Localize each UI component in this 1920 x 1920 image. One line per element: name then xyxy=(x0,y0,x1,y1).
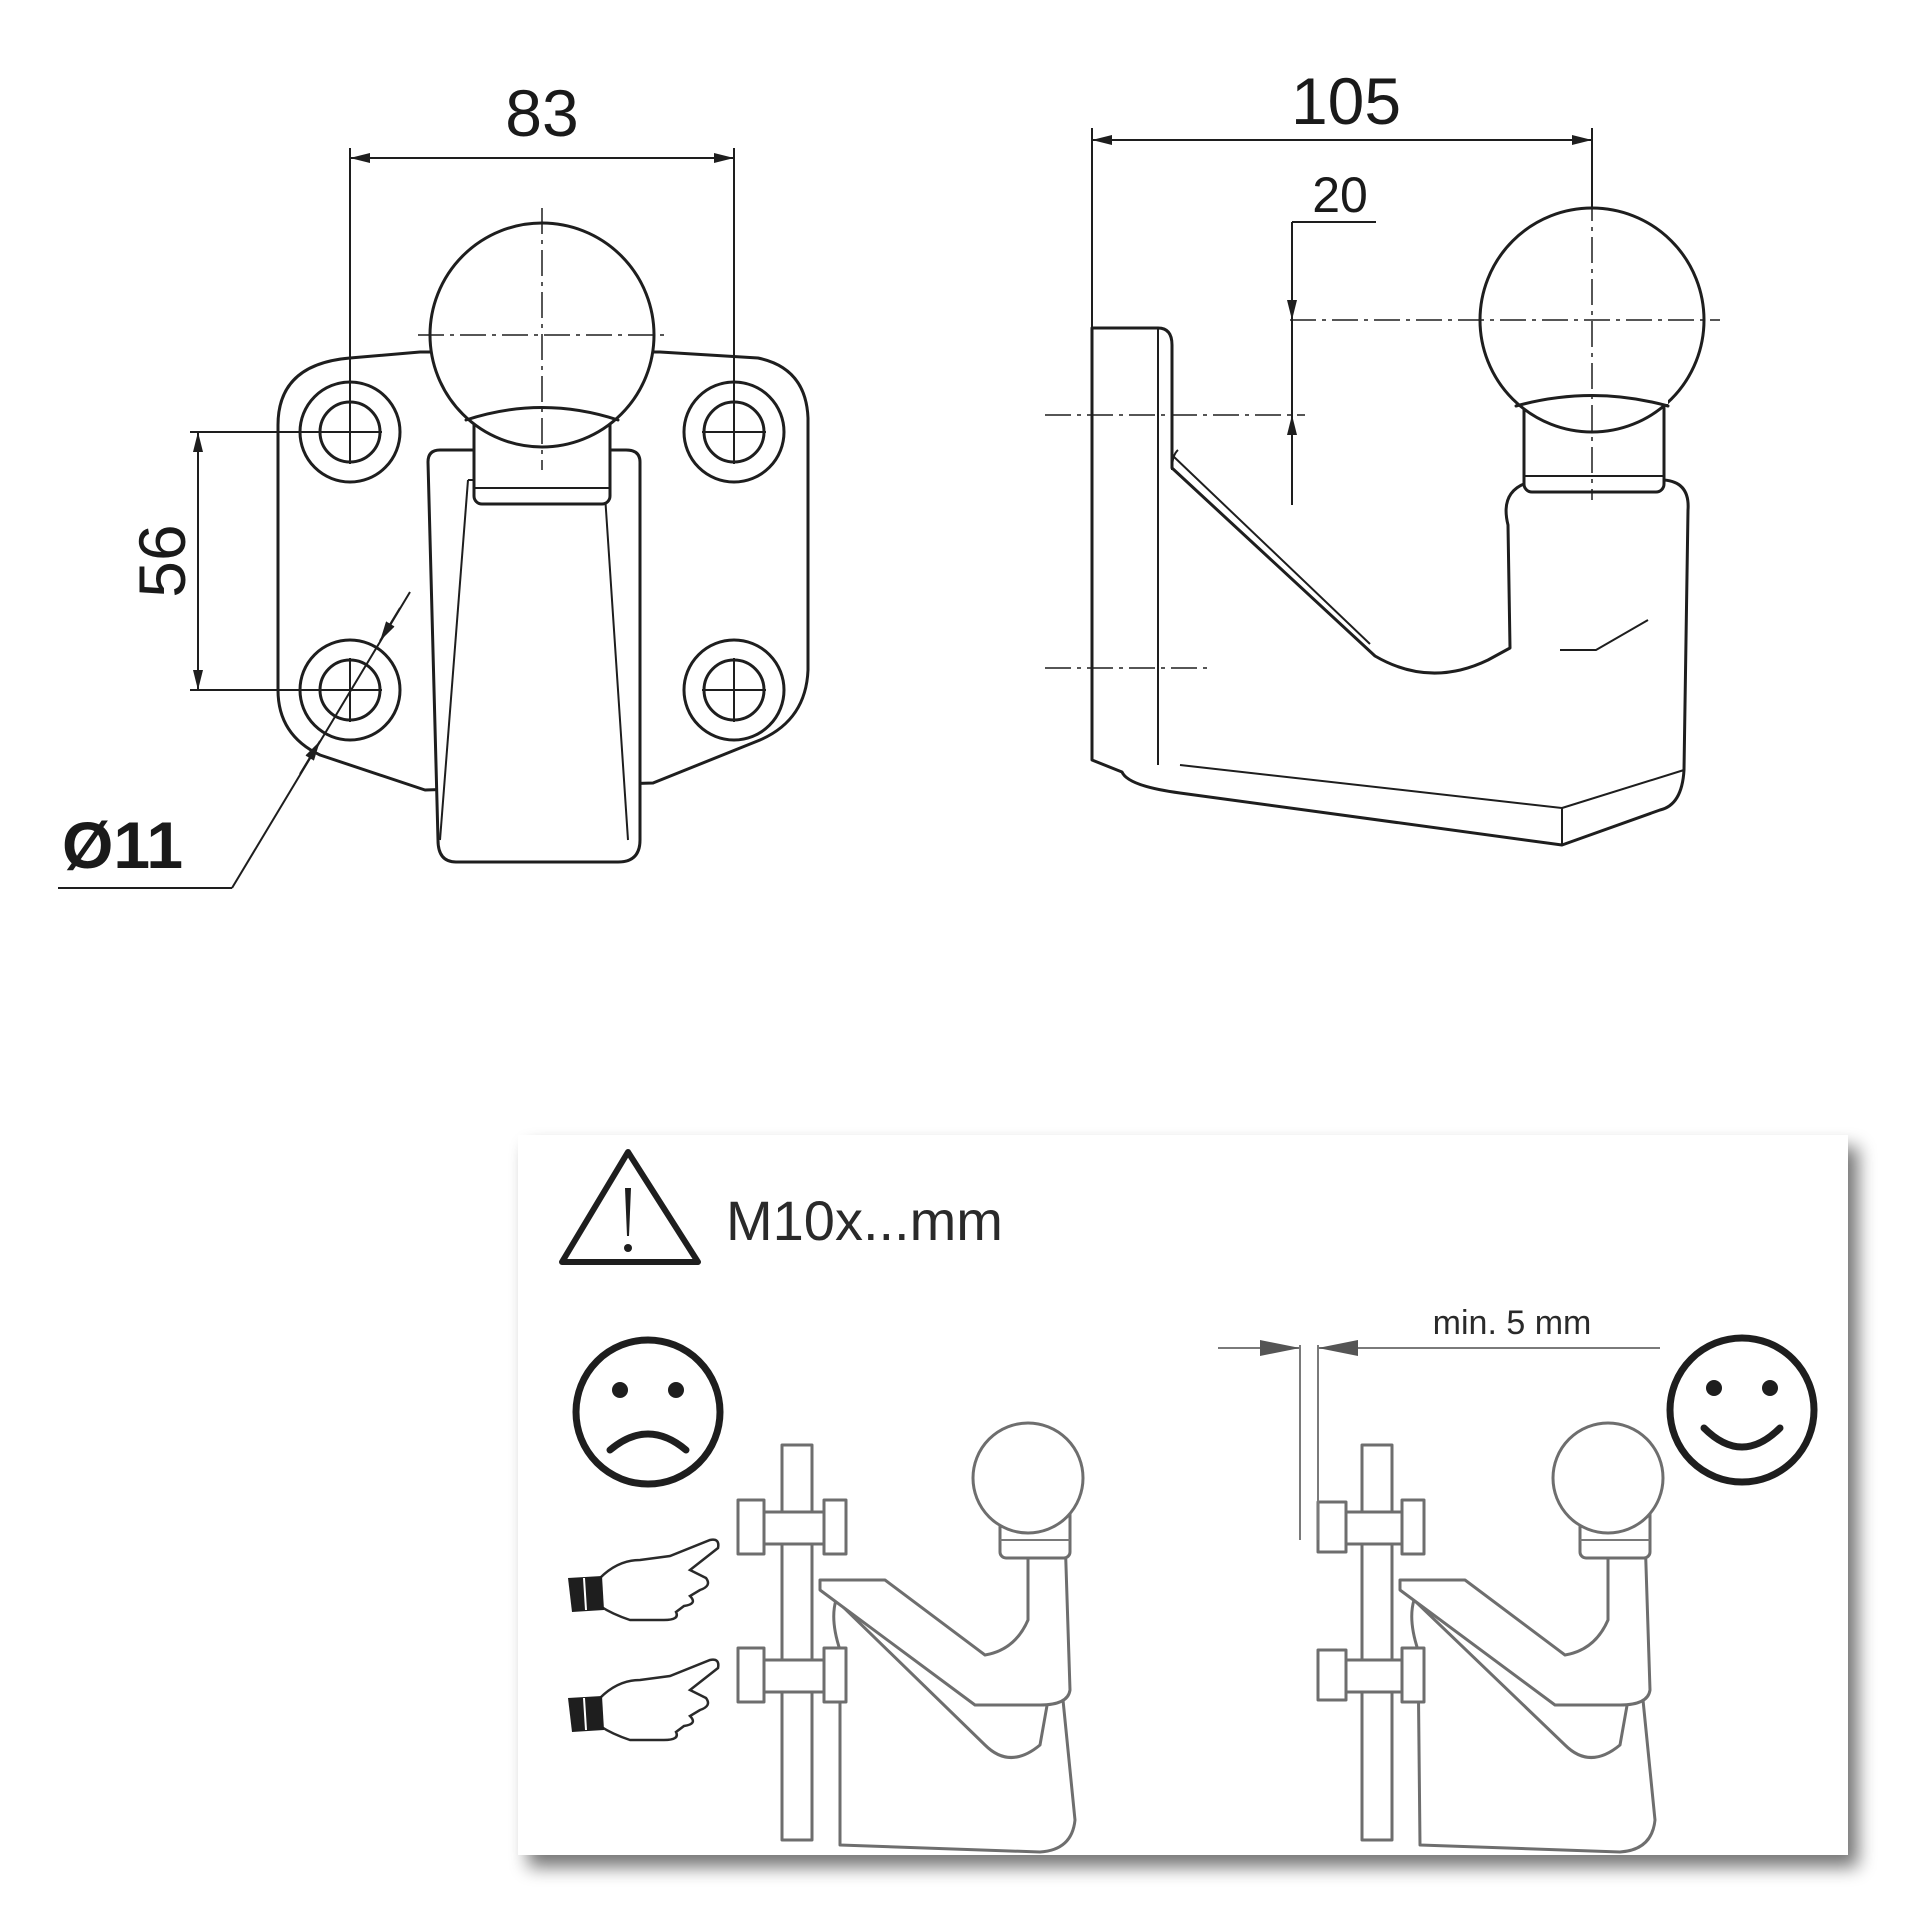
dim-length-text: 105 xyxy=(1291,64,1401,138)
pointing-hand-icon xyxy=(568,1658,720,1742)
smiley-face-icon xyxy=(1666,1334,1818,1486)
correct-installation-drawing: min. 5 mm xyxy=(1218,1304,1665,1854)
dimension-hole-diameter: Ø11 xyxy=(58,591,411,889)
dimension-56: 56 xyxy=(125,431,350,691)
pointing-hand-icon xyxy=(568,1538,720,1622)
top-view: 83 56 Ø11 xyxy=(58,76,810,889)
mounting-plate xyxy=(276,350,810,792)
dim-hole-text: Ø11 xyxy=(62,808,183,882)
dimension-20: 20 xyxy=(1287,167,1376,505)
dim-width-text: 83 xyxy=(505,76,578,150)
installation-panel: M10x...mm xyxy=(518,1135,1848,1855)
dimension-83: 83 xyxy=(349,76,735,400)
dim-offset-text: 20 xyxy=(1312,167,1368,223)
bolt-spec-label: M10x...mm xyxy=(726,1189,1003,1252)
dimension-105: 105 xyxy=(1091,64,1593,328)
dim-height-text: 56 xyxy=(125,524,199,597)
bolt-hole-bottom-right xyxy=(682,638,786,742)
wrong-installation-drawing xyxy=(568,1421,1085,1854)
warning-triangle-icon xyxy=(559,1149,701,1265)
sad-face-icon xyxy=(572,1336,724,1488)
hook-body-front xyxy=(426,448,642,864)
clearance-label: min. 5 mm xyxy=(1433,1304,1592,1342)
side-view: 105 20 xyxy=(1045,64,1720,847)
